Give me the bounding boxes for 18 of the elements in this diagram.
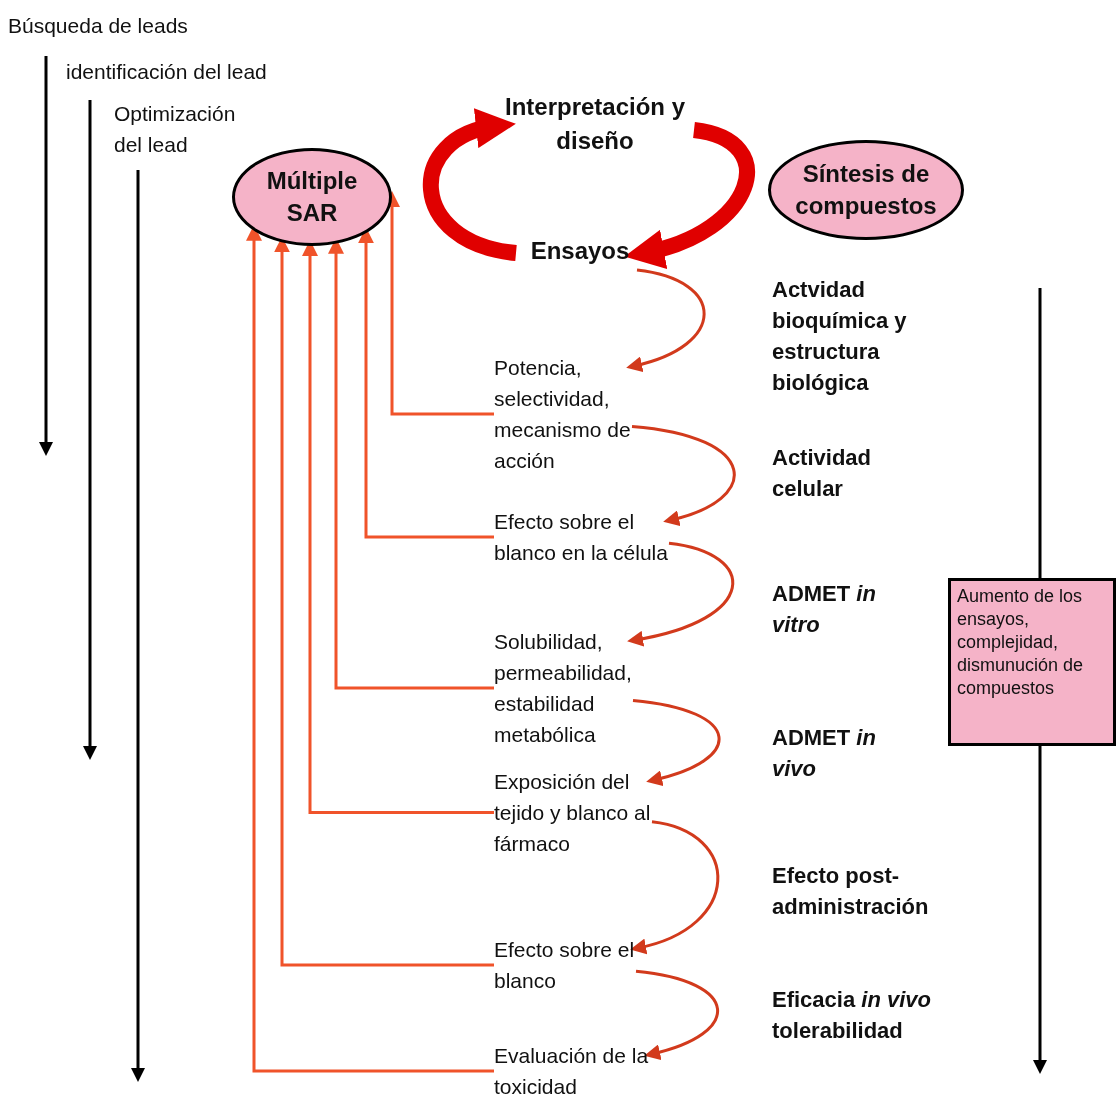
ellipse-node: Múltiple SAR — [232, 148, 392, 246]
curved-arrow — [627, 541, 734, 647]
curved-arrow — [630, 820, 720, 954]
note-box: Aumento de los ensayos, complejidad, dismunución de compuestos — [948, 578, 1116, 746]
assay-step-text: Efecto sobre el blanco en la célula — [494, 506, 670, 568]
assay-step-text: Efecto sobre el blanco — [494, 934, 637, 996]
ellipse-node: Síntesis de compuestos — [768, 140, 964, 240]
curved-arrow — [626, 268, 706, 372]
stage-text: Ensayos — [522, 234, 638, 272]
assay-step-text: Solubilidad, permeabilidad, estabilidad metabólica — [494, 626, 634, 750]
cycle-arrow — [423, 110, 518, 261]
stage-text: Interpretación y diseño — [500, 90, 690, 162]
curved-arrow — [631, 424, 736, 526]
curved-arrow — [632, 698, 721, 786]
curved-arrow — [635, 969, 719, 1060]
assay-step-text: Exposición del tejido y blanco al fármaco — [494, 766, 653, 859]
assay-step-text: Potencia, selectividad, mecanismo de acción — [494, 352, 633, 476]
assay-step-text: Evaluación de la toxicidad — [494, 1040, 651, 1102]
